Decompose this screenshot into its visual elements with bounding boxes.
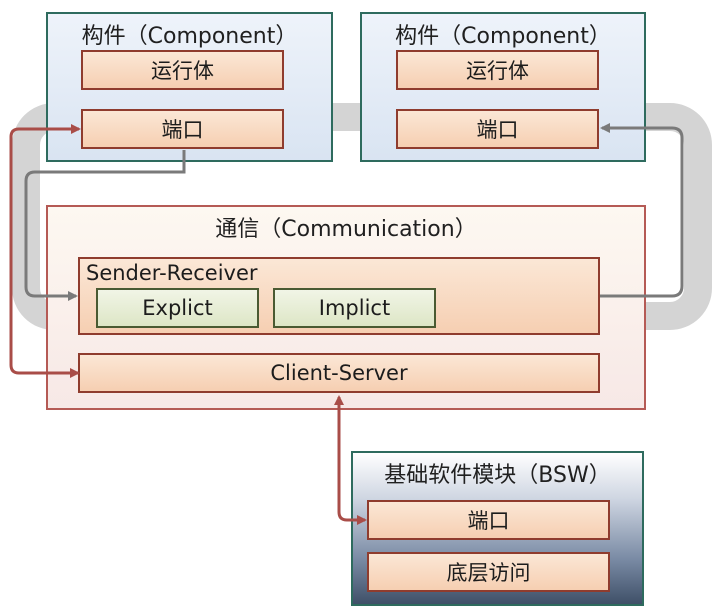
communication-title: 通信（Communication）: [215, 217, 477, 242]
arrow-left-port-to-sender-receiver: [24, 150, 186, 301]
arrow-sender-receiver-to-right-port: [600, 123, 684, 298]
implicit-box: Implict: [273, 288, 436, 328]
bsw-port: 端口: [367, 500, 610, 540]
component-left-title: 构件（Component）: [81, 24, 298, 49]
component-left-port: 端口: [81, 109, 284, 149]
client-server-box: Client-Server: [78, 353, 600, 393]
explicit-box: Explict: [96, 288, 259, 328]
component-right-runtime: 运行体: [396, 50, 599, 90]
component-left-runtime: 运行体: [81, 50, 284, 90]
arrow-client-server-to-left-port: [9, 124, 81, 375]
bsw-low-level-access: 底层访问: [367, 552, 610, 592]
component-right-port: 端口: [396, 109, 599, 149]
bsw-title: 基础软件模块（BSW）: [384, 463, 611, 488]
arrow-bsw-port-to-client-server: [334, 395, 365, 522]
sender-receiver-label: Sender-Receiver: [86, 261, 258, 285]
component-right-title: 构件（Component）: [395, 24, 611, 49]
